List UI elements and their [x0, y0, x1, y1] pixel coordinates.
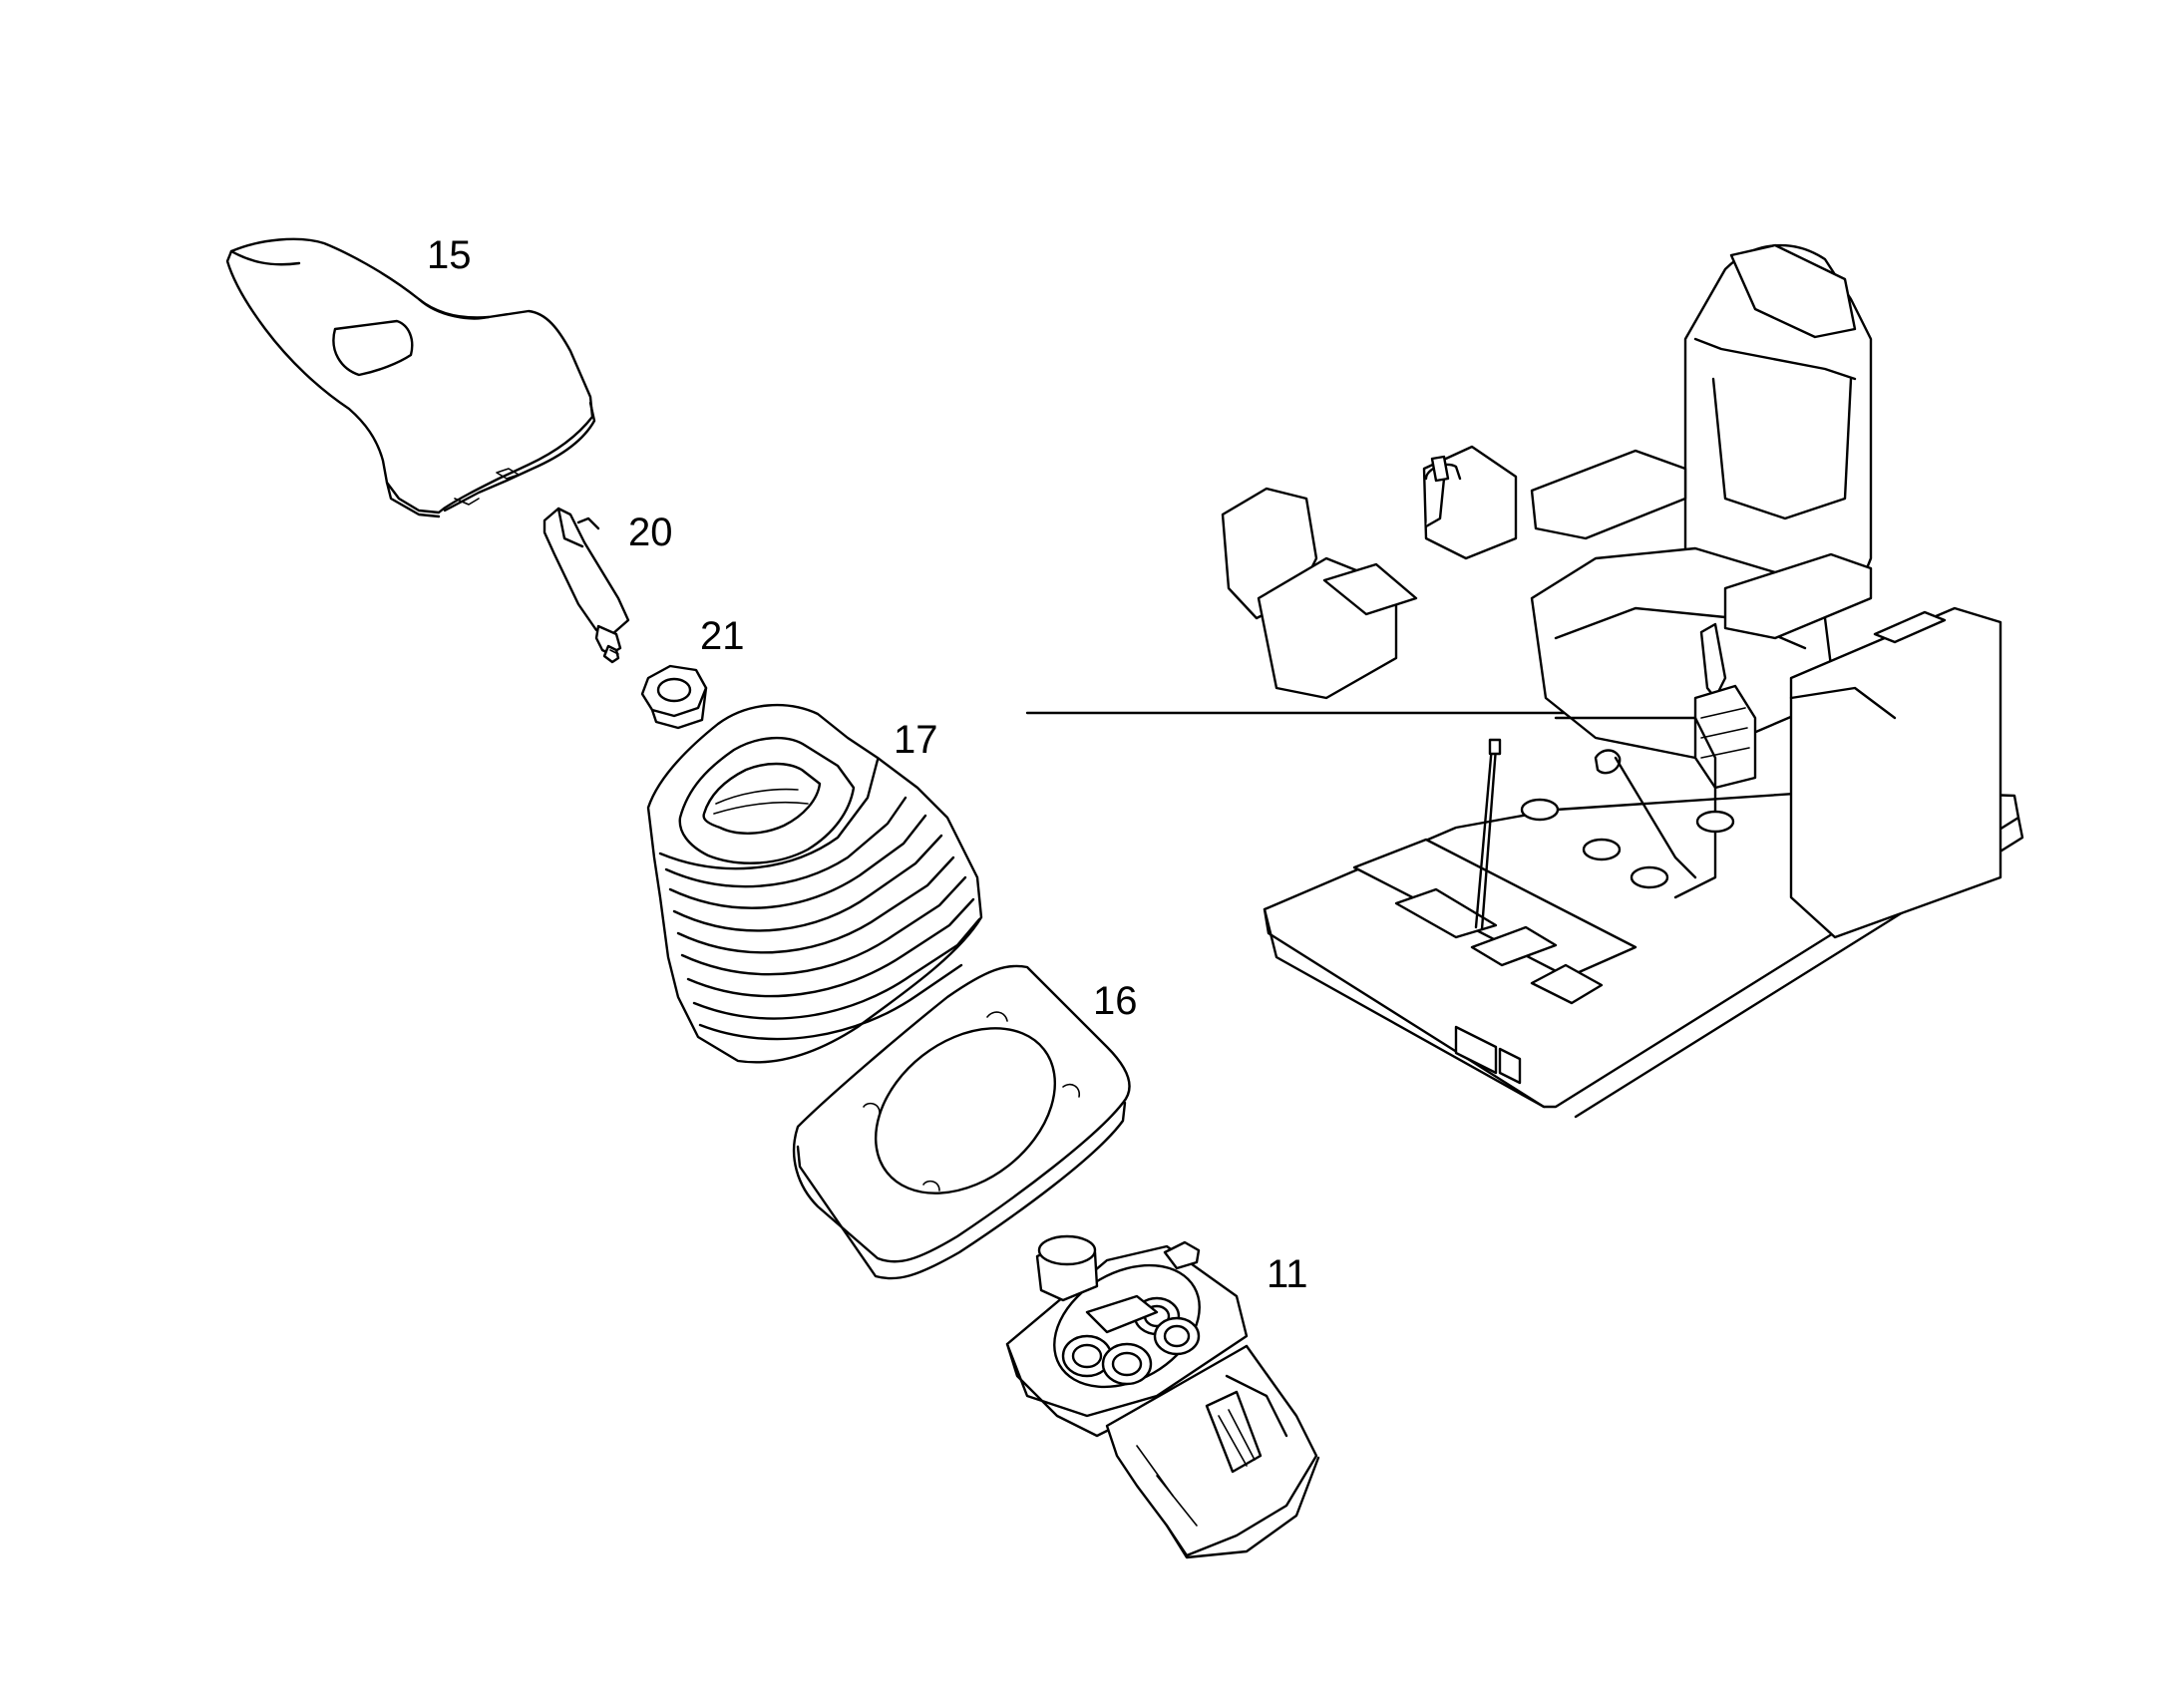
part-15-joystick-handle	[225, 237, 596, 518]
part-11-pilot-valve	[1005, 1234, 1320, 1559]
callout-15: 15	[427, 233, 472, 277]
callout-20: 20	[628, 511, 673, 554]
callout-21: 21	[700, 614, 745, 658]
callout-11: 11	[1267, 1252, 1308, 1296]
part-20-adapter-pin	[543, 507, 630, 664]
callout-16: 16	[1093, 979, 1138, 1023]
part-16-mounting-plate	[792, 964, 1131, 1280]
callout-17: 17	[894, 718, 938, 762]
part-21-hex-nut	[640, 664, 708, 730]
operator-cab-assembly	[1221, 243, 2024, 1119]
part-17-rubber-boot	[646, 704, 983, 1064]
